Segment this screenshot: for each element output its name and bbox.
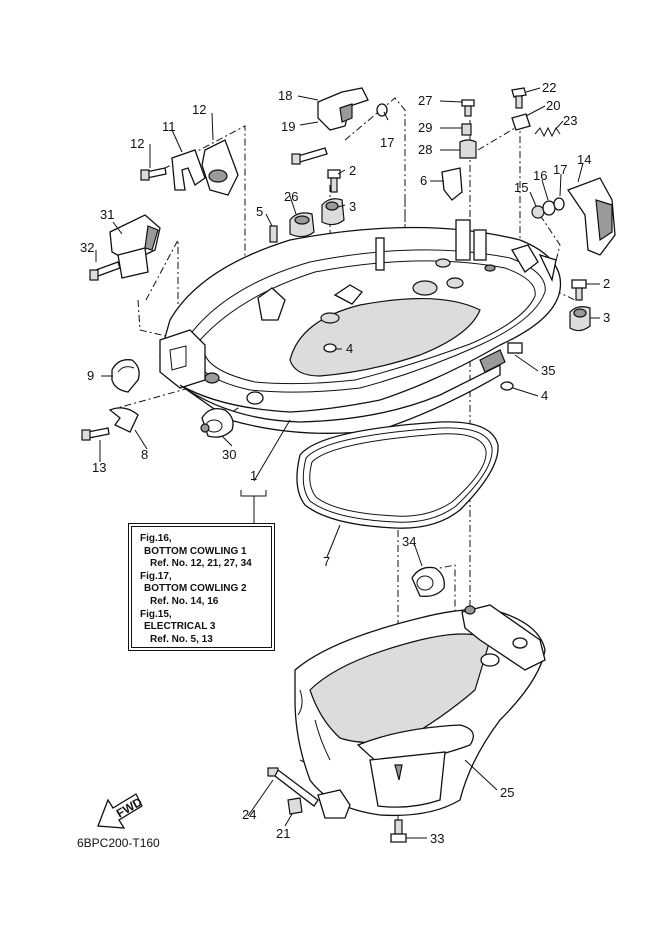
ref-line: Fig.16, — [140, 533, 172, 544]
callout-1: 1 — [250, 468, 257, 483]
ref-line: BOTTOM COWLING 1 — [144, 545, 247, 557]
callout-4-right: 4 — [541, 388, 548, 403]
ref-line: Fig.15, — [140, 608, 172, 620]
callout-27: 33 — [430, 831, 444, 846]
callout-32: 30 — [222, 447, 236, 462]
part-28-screw — [461, 99, 475, 117]
callout-3-right: 3 — [603, 310, 610, 325]
part-2-bolt-right — [571, 279, 587, 301]
callout-14: 17 — [380, 135, 394, 150]
part-18-lever — [317, 87, 369, 131]
callout-12-lower: 13 — [92, 460, 106, 475]
part-10-clip — [171, 149, 206, 191]
part-21-screw — [511, 87, 527, 109]
part-26-bolt — [267, 767, 319, 807]
callout-20: 20 — [546, 98, 560, 113]
callout-4-inner: 4 — [346, 341, 353, 356]
diagram-code: 6BPC200-T160 — [77, 836, 160, 850]
part-3-grommet-upper — [321, 198, 345, 226]
callout-30: 29 — [418, 120, 432, 135]
callout-19: 19 — [281, 119, 295, 134]
callout-22: 23 — [563, 113, 577, 128]
callout-3-upper: 3 — [349, 199, 356, 214]
callout-33: 31 — [100, 207, 114, 222]
callout-23: 26 — [284, 189, 298, 204]
callout-2-upper: 2 — [349, 163, 356, 178]
callout-34: 32 — [80, 240, 94, 255]
bottom-cowling-upper — [159, 219, 562, 434]
part-9-grommet — [111, 359, 140, 393]
part-30-collar — [461, 123, 472, 136]
part-3-grommet-right — [569, 306, 591, 332]
part-25-nut — [287, 797, 303, 815]
callout-numbers: 18 19 12 11 12 17 2 3 26 5 31 32 9 8 13 … — [80, 80, 610, 846]
callout-10: 11 — [162, 119, 176, 134]
callout-13: 14 — [577, 152, 591, 167]
part-8-clip — [108, 407, 139, 433]
part-20-clamp — [511, 113, 531, 131]
callout-29: 28 — [418, 142, 432, 157]
part-16-grommet — [542, 200, 556, 216]
ref-line: Ref. No. 5, 13 — [150, 633, 213, 645]
ref-line: ELECTRICAL 3 — [144, 621, 216, 633]
callout-25: 21 — [276, 826, 290, 841]
callout-11: 12 — [192, 102, 206, 117]
part-34-screw — [89, 261, 121, 281]
ref-line: Fig.17, — [140, 570, 172, 582]
ref-line: Ref. No. 14, 16 — [150, 595, 219, 607]
fwd-label: FWD — [114, 795, 145, 821]
leader-lines — [95, 87, 600, 839]
callout-16: 16 — [533, 168, 547, 183]
part-29-grommet — [459, 139, 477, 159]
part-2-bolt-upper — [327, 169, 341, 193]
part-4-screw-inner — [323, 343, 337, 353]
seal-7 — [296, 421, 499, 529]
part-4-screw-right — [500, 381, 514, 391]
part-23-grommet — [289, 212, 315, 238]
bottom-cowling-lower — [294, 604, 546, 819]
callout-7: 7 — [323, 554, 330, 569]
callout-12-upper: 12 — [130, 136, 144, 151]
callout-6: 6 — [420, 173, 427, 188]
callout-2-right: 2 — [603, 276, 610, 291]
callout-5: 5 — [256, 204, 263, 219]
part-11-cover — [201, 139, 239, 196]
callout-21: 22 — [542, 80, 556, 95]
part-17-washer — [553, 197, 565, 211]
callout-15: 15 — [514, 180, 528, 195]
callout-31: 34 — [402, 534, 416, 549]
part-32-grommet — [200, 407, 234, 438]
part-6-bracket — [441, 167, 463, 201]
part-12-bolt-lower — [81, 427, 110, 441]
part-19-bolt — [291, 147, 328, 165]
ref-line: BOTTOM COWLING 2 — [144, 583, 247, 595]
callout-18: 18 — [278, 88, 292, 103]
callout-17: 17 — [553, 162, 567, 177]
callout-24: 25 — [500, 785, 514, 800]
callout-28: 27 — [418, 93, 432, 108]
callout-8: 8 — [141, 447, 148, 462]
callout-35: 35 — [541, 363, 555, 378]
callout-9: 9 — [87, 368, 94, 383]
reference-box: Fig.16, BOTTOM COWLING 1 Ref. No. 12, 21… — [131, 526, 272, 648]
part-13-cover — [566, 177, 616, 256]
fwd-arrow: FWD — [97, 793, 145, 829]
part-15-nut — [531, 205, 545, 219]
part-33-housing — [109, 214, 161, 279]
part-31-grommet — [411, 566, 445, 597]
callout-26: 24 — [242, 807, 256, 822]
part-22-spring — [534, 126, 561, 138]
part-5-clamp — [269, 225, 278, 243]
part-27-bolt — [390, 819, 407, 843]
ref-line: Ref. No. 12, 21, 27, 34 — [150, 558, 252, 570]
part-12-bolt-upper — [140, 167, 167, 181]
